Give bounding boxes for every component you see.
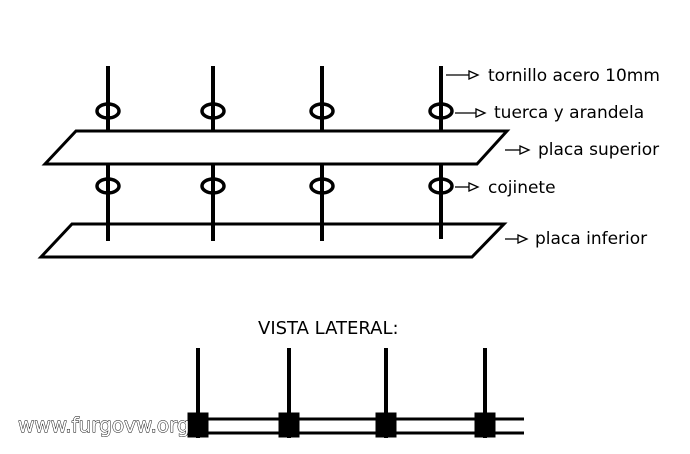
bearings: [95, 177, 454, 195]
nuts-and-washers: [95, 102, 454, 120]
bearing: [200, 177, 226, 195]
side-nut-block: [278, 412, 300, 438]
bearing: [95, 177, 121, 195]
arrow-head: [468, 69, 480, 81]
nut-washer: [428, 102, 454, 120]
nut-washer: [200, 102, 226, 120]
bearing: [428, 177, 454, 195]
side-view-title: VISTA LATERAL:: [258, 318, 399, 339]
watermark: www.furgovw.org: [18, 413, 190, 437]
arrow-head: [475, 107, 487, 119]
bottom-plate: [37, 222, 508, 259]
part-labels: tornillo acero 10mm tuerca y arandela pl…: [488, 66, 660, 249]
isometric-view: [37, 66, 511, 259]
arrow-head: [519, 144, 531, 156]
arrow-head: [468, 181, 480, 193]
side-nut-block: [474, 412, 496, 438]
arrow-head: [517, 233, 529, 245]
nut-washer: [309, 102, 335, 120]
top-plate: [41, 129, 511, 166]
label-bottom-plate: placa inferior: [535, 229, 647, 249]
label-top-plate: placa superior: [538, 140, 659, 160]
side-nut-block: [375, 412, 397, 438]
side-view: [187, 348, 524, 438]
callout-arrows: [446, 69, 531, 245]
label-bolt: tornillo acero 10mm: [488, 66, 660, 86]
side-nut-block: [187, 412, 209, 438]
label-bearing: cojinete: [488, 178, 556, 198]
bolt-shafts: [106, 66, 443, 241]
nut-washer: [95, 102, 121, 120]
label-nut-washer: tuerca y arandela: [494, 103, 644, 123]
bearing: [309, 177, 335, 195]
